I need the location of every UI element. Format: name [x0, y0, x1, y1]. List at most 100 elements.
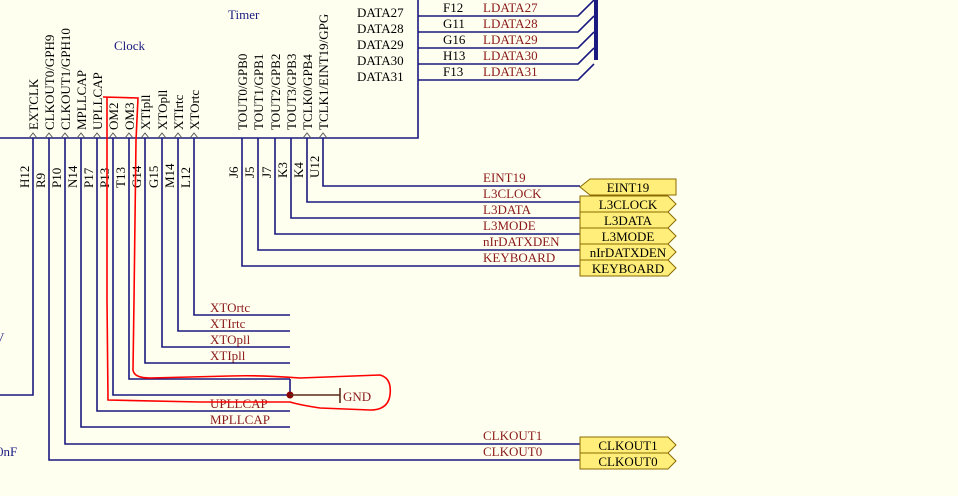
pin-arrow-icon	[302, 132, 312, 139]
pin-arrow-icon	[60, 132, 70, 139]
timer-pin-name: TCLK1/EINT19/GPG	[316, 14, 331, 130]
clock-wire	[128, 138, 290, 380]
data-wire	[418, 63, 595, 81]
clock-pin-ball: L12	[178, 167, 193, 188]
red-annotation-loop	[102, 96, 392, 411]
clock-pin-ball: N14	[65, 165, 80, 188]
clock-pin-name: UPLLCAP	[90, 72, 105, 130]
timer-pin-name: TCLK0/GPB4	[300, 54, 315, 130]
chip-outline	[0, 0, 419, 139]
pin-arrow-icon	[173, 132, 183, 139]
clock-pin-name: MPLLCAP	[74, 70, 89, 130]
timer-pin-name: TOUT3/GPB3	[284, 54, 299, 130]
port-label: KEYBOARD	[592, 261, 664, 276]
clock-pin-name: XTOrtc	[187, 90, 202, 130]
data-ball: F12	[443, 0, 463, 15]
clock-net-label: UPLLCAP	[210, 396, 268, 411]
data-wire	[418, 0, 595, 17]
timer-net-label: L3DATA	[483, 202, 532, 217]
timer-pin-ball: K3	[275, 162, 290, 178]
port-shape	[579, 452, 677, 470]
port-shape	[579, 436, 677, 454]
clock-wire	[177, 138, 290, 332]
port-l3data[interactable]: L3DATA	[579, 211, 677, 229]
port-shape	[579, 243, 677, 261]
clock-pin-ball: P17	[81, 167, 96, 188]
clock-wire	[80, 138, 290, 428]
pin-arrow-icon	[76, 132, 86, 139]
gnd-label: GND	[343, 389, 371, 404]
data-ball: F13	[443, 64, 463, 79]
port-nirdatxden[interactable]: nIrDATXDEN	[579, 243, 677, 261]
clock-pin-ball: P13	[97, 168, 112, 188]
clock-pin-ball: T13	[113, 167, 128, 188]
data-ball: H13	[443, 48, 465, 63]
data-ball: G11	[443, 16, 465, 31]
clock-pin-name: XTIpll	[138, 94, 153, 130]
left-fragment-cap: 0nF	[0, 444, 17, 459]
clock-wire	[64, 138, 580, 445]
port-label: nIrDATXDEN	[590, 245, 667, 260]
pin-arrow-icon	[318, 132, 328, 139]
timer-net-label: EINT19	[483, 170, 526, 185]
timer-pin-ball: K4	[291, 162, 306, 178]
left-fragment-v: V	[0, 330, 5, 345]
timer-pin-ball: J5	[242, 166, 257, 178]
timer-wire	[241, 138, 580, 267]
timer-pin-name: TOUT1/GPB1	[251, 54, 266, 130]
timer-net-label: L3MODE	[483, 218, 536, 233]
data-net-label: LDATA30	[483, 48, 538, 63]
data-pin-name: DATA30	[357, 53, 404, 68]
timer-block-label: Timer	[228, 7, 260, 22]
timer-wire	[257, 138, 580, 251]
port-clkout1[interactable]: CLKOUT1	[579, 436, 677, 454]
clock-pin-ball: G14	[129, 165, 144, 188]
port-shape	[579, 227, 677, 245]
clock-net-label: XTIpll	[210, 348, 246, 363]
clock-pin-name: XTOpll	[155, 89, 170, 130]
timer-wire	[274, 138, 580, 235]
timer-net-label: L3CLOCK	[483, 186, 542, 201]
pin-arrow-icon	[189, 132, 199, 139]
clock-wire	[193, 138, 290, 316]
port-label: L3MODE	[602, 229, 655, 244]
port-label: L3DATA	[604, 213, 653, 228]
clock-wire	[161, 138, 290, 348]
timer-wire	[306, 138, 580, 203]
clock-wire	[0, 138, 34, 396]
port-shape	[579, 178, 677, 196]
timer-wire	[290, 138, 580, 219]
timer-net-label: nIrDATXDEN	[483, 234, 560, 249]
clock-wire	[48, 138, 580, 461]
clock-pin-ball: P10	[49, 168, 64, 188]
port-label: CLKOUT1	[598, 438, 657, 453]
clock-wire	[144, 138, 290, 364]
data-pin-name: DATA28	[357, 21, 404, 36]
clock-wire	[112, 138, 290, 396]
port-keyboard[interactable]: KEYBOARD	[579, 259, 677, 277]
data-ball: G16	[443, 32, 466, 47]
port-label: L3CLOCK	[599, 197, 658, 212]
clock-pin-ball: R9	[33, 173, 48, 188]
clkout-net-label: CLKOUT1	[483, 428, 542, 443]
clock-net-label: XTOrtc	[210, 300, 250, 315]
port-label: EINT19	[607, 180, 650, 195]
port-clkout0[interactable]: CLKOUT0	[579, 452, 677, 470]
data-pin-name: DATA27	[357, 5, 404, 20]
timer-pin-name: TOUT2/GPB2	[268, 54, 283, 130]
timer-wire	[322, 138, 580, 187]
pin-arrow-icon	[28, 132, 38, 139]
pin-arrow-icon	[140, 132, 150, 139]
pin-arrow-icon	[44, 132, 54, 139]
port-l3mode[interactable]: L3MODE	[579, 227, 677, 245]
pin-arrow-icon	[108, 132, 118, 139]
data-wire	[418, 31, 595, 49]
clock-net-label: XTIrtc	[210, 316, 246, 331]
clock-pin-name: OM2	[106, 103, 121, 130]
data-pin-name: DATA29	[357, 37, 404, 52]
port-shape	[579, 211, 677, 229]
clock-pin-name: XTIrtc	[171, 94, 186, 130]
port-eint19[interactable]: EINT19	[579, 178, 677, 196]
port-l3clock[interactable]: L3CLOCK	[579, 195, 677, 213]
